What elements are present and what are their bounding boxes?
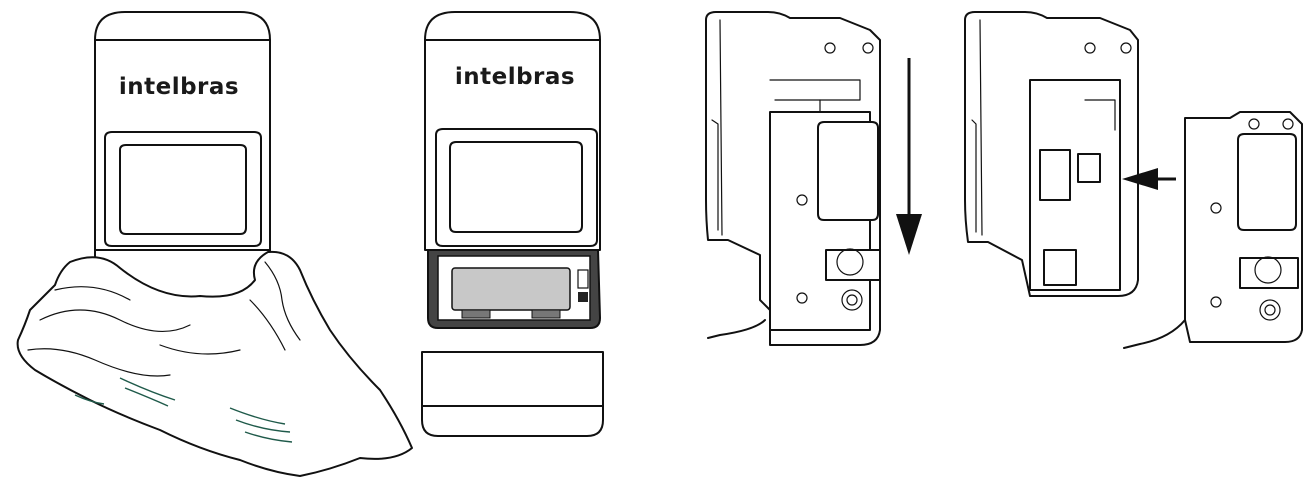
open-battery-figure: intelbras: [421, 11, 604, 437]
sensor-with-cloth-figure: intelbras: [16, 11, 413, 477]
bracket-slide-down-figure: [705, 11, 922, 346]
bottom-cover: [421, 351, 604, 437]
sensor-body-1: intelbras: [94, 11, 271, 319]
sensor-slide-left-figure: [964, 11, 1176, 297]
battery: [451, 267, 571, 311]
battery-compartment: [427, 249, 602, 329]
brand-logo-2: intelbras: [455, 64, 575, 90]
cloth-shading: [74, 377, 293, 443]
mounting-bracket: [1123, 111, 1303, 349]
dip-switch: [577, 269, 589, 289]
left-arrow: [1122, 168, 1176, 190]
cloth-hand: [16, 250, 413, 477]
sensor-body-2: intelbras: [424, 11, 601, 251]
brand-logo-1: intelbras: [119, 74, 239, 100]
down-arrow: [896, 58, 922, 255]
